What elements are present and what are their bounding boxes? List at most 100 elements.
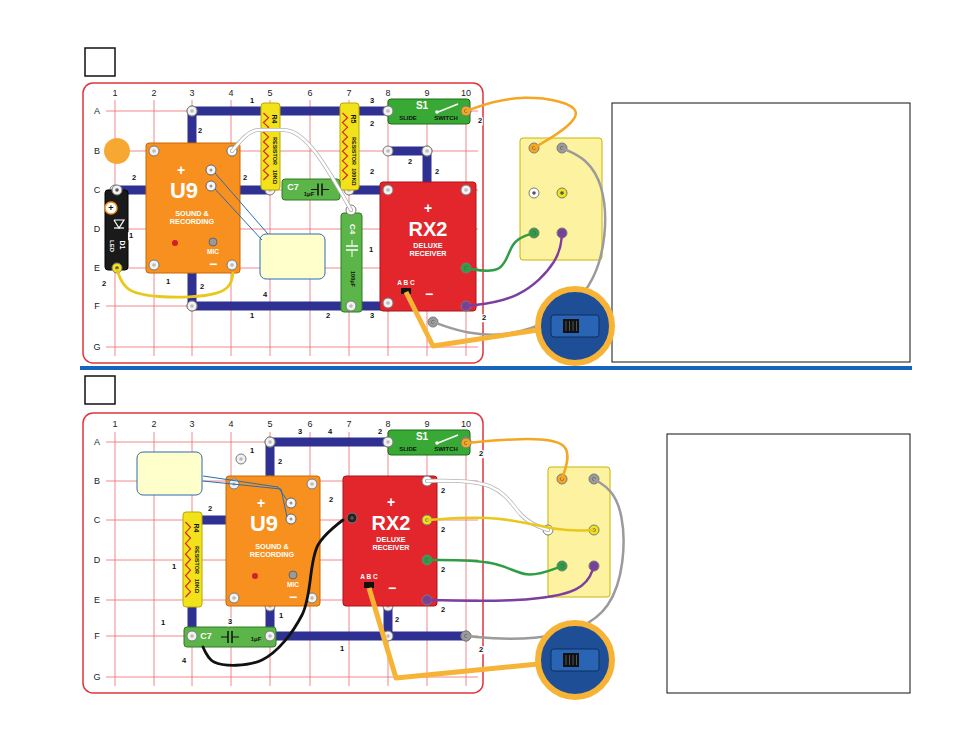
grid-coordinate: G (92, 343, 101, 352)
button-center (210, 185, 213, 188)
jumper-wire (466, 98, 576, 148)
indicator-dot (252, 573, 258, 579)
part-label: RESISTOR (350, 137, 356, 165)
snap-number: 1 (278, 612, 284, 620)
part-label: SLIDE (399, 446, 417, 452)
snap-post (383, 106, 393, 116)
module-body (146, 143, 240, 273)
snap-wire (188, 268, 197, 306)
grid-line (106, 636, 478, 637)
snap-post-center (268, 440, 272, 444)
snap-number: 2 (440, 487, 446, 495)
snap-number: 2 (377, 428, 383, 436)
snap-post (347, 513, 357, 523)
snap-post (112, 185, 122, 195)
snap-post-center (386, 188, 390, 192)
jumper-wire (232, 130, 351, 210)
grid-coordinate: 5 (266, 420, 273, 429)
snap-number: 2 (369, 120, 375, 128)
grid-coordinate: 6 (306, 420, 313, 429)
grid-coordinate: F (93, 632, 101, 641)
resistor: R5RESISTOR100KΩ (340, 103, 359, 190)
part-label: D1 (119, 241, 126, 250)
grid-coordinate: 10 (460, 420, 472, 429)
snap-post (383, 298, 393, 308)
snap-number: 2 (277, 458, 283, 466)
slider-groove (576, 655, 577, 665)
snap-number: 2 (440, 526, 446, 534)
grid-coordinate: 2 (150, 89, 157, 98)
part-label: + (177, 163, 185, 177)
snap-wire (266, 442, 275, 481)
indicator-dot (172, 240, 178, 246)
grid-coordinate: 1 (111, 89, 118, 98)
jumper-wire (427, 518, 594, 531)
grid-coordinate: G (92, 673, 101, 682)
snap-post-center (350, 516, 354, 520)
slider-groove (566, 321, 567, 331)
snap-post (227, 260, 237, 270)
snap-post-center (425, 149, 429, 153)
mode-switch (364, 582, 374, 588)
grid-coordinate: 8 (384, 420, 391, 429)
part-label: S1 (416, 101, 428, 111)
slider-groove (573, 655, 574, 665)
resistor-body (340, 103, 359, 190)
snap-post-center (190, 304, 194, 308)
grid-line (115, 432, 116, 686)
snap-post (265, 631, 275, 641)
switch-pivot (435, 441, 439, 445)
button-center (290, 518, 293, 521)
snap-number: 3 (369, 97, 375, 105)
part-label: 10KΩ (193, 579, 199, 594)
snap-post-center (310, 596, 314, 600)
grid-line (106, 347, 478, 348)
switch-slider (563, 319, 579, 333)
part-label: − (289, 590, 297, 604)
resistor-body (261, 103, 280, 190)
snap-number: 1 (165, 278, 171, 286)
step-box (85, 376, 115, 404)
snap-post-center (386, 109, 390, 113)
part-label: RESISTOR (271, 137, 277, 165)
module-body (226, 476, 320, 606)
snap-post (557, 188, 567, 198)
jumper-wire-outline (232, 130, 351, 210)
snap-post (265, 437, 275, 447)
button-center (290, 502, 293, 505)
text-panel (667, 434, 910, 693)
receiver-module: +RX2DELUXE RECEIVERA B C− (343, 476, 437, 606)
button-knob (286, 514, 296, 524)
button-knob (206, 181, 216, 191)
snap-post-center (349, 304, 353, 308)
button-knob (206, 165, 216, 175)
snap-post-center (425, 149, 429, 153)
part-label: RX2 (372, 513, 411, 533)
part-label: C7 (200, 632, 212, 641)
snap-post-center (152, 149, 156, 153)
grid-coordinate: B (93, 477, 101, 486)
receiver-body (380, 182, 476, 311)
snap-number: 2 (394, 616, 400, 624)
switch-lever (438, 435, 458, 443)
capacitor: C71μF (184, 627, 276, 647)
snap-post (187, 301, 197, 311)
snap-post-center (268, 634, 272, 638)
text-panel (612, 103, 910, 362)
snap-post-center (310, 482, 314, 486)
slider-groove (569, 655, 570, 665)
microphone (209, 238, 217, 246)
jumper-wire (466, 233, 562, 306)
part-label: + (387, 495, 395, 509)
diode-symbol (114, 227, 124, 228)
snap-post-center (386, 109, 390, 113)
grid-coordinate: 4 (227, 89, 234, 98)
part-label: DELUXE RECEIVER (400, 242, 456, 259)
zoom-circle (538, 623, 612, 697)
snap-post-center (190, 304, 194, 308)
snap-post-center (386, 149, 390, 153)
snap-number: 2 (242, 174, 248, 182)
snap-post-center (268, 634, 272, 638)
part-label: C7 (287, 183, 299, 192)
